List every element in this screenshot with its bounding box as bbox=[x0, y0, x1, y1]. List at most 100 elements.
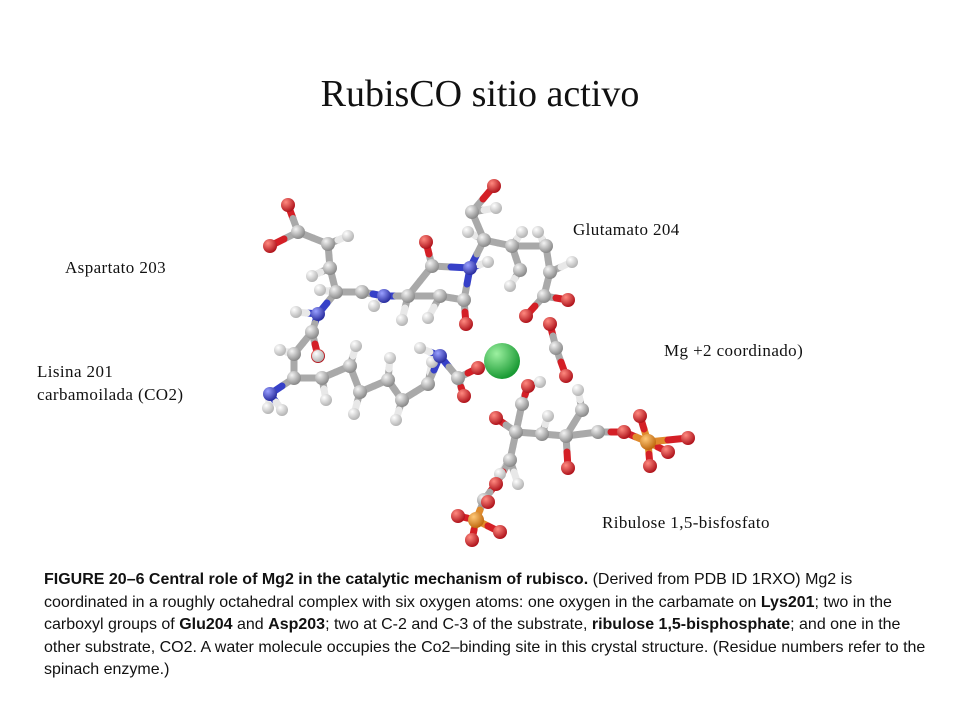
hydrogen-atom bbox=[494, 468, 506, 480]
carbon-atom bbox=[353, 385, 367, 399]
carbon-atom bbox=[543, 265, 557, 279]
hydrogen-atom bbox=[504, 280, 516, 292]
label-ribulose: Ribulose 1,5-bisfosfato bbox=[602, 513, 770, 532]
carbon-atom bbox=[451, 371, 465, 385]
oxygen-atom bbox=[633, 409, 647, 423]
carbon-atom bbox=[457, 293, 471, 307]
caption-text: (Derived from PDB ID 1RXO) Mg2 is coordi… bbox=[44, 571, 853, 611]
hydrogen-atom bbox=[384, 352, 396, 364]
oxygen-atom bbox=[481, 495, 495, 509]
oxygen-atom bbox=[561, 293, 575, 307]
carbon-atom bbox=[591, 425, 605, 439]
caption-text: ; two in the carboxyl groups of bbox=[44, 593, 892, 634]
hydrogen-atom bbox=[572, 384, 584, 396]
hydrogen-atom bbox=[414, 342, 426, 354]
nitrogen-atom bbox=[263, 387, 277, 401]
hydrogen-atom bbox=[516, 226, 528, 238]
oxygen-atom bbox=[263, 239, 277, 253]
caption-text: ; two at C-2 and C-3 of the substrate, bbox=[325, 616, 592, 634]
oxygen-atom bbox=[493, 525, 507, 539]
caption-lys201: Lys201 bbox=[760, 593, 815, 611]
oxygen-atom bbox=[489, 477, 503, 491]
phosphorus-atom bbox=[468, 512, 484, 528]
oxygen-atom bbox=[519, 309, 533, 323]
carbon-atom bbox=[343, 359, 357, 373]
carbon-atom bbox=[477, 233, 491, 247]
hydrogen-atom bbox=[306, 270, 318, 282]
carbon-atom bbox=[575, 403, 589, 417]
carbon-atom bbox=[549, 341, 563, 355]
label-glutamato: Glutamato 204 bbox=[573, 220, 680, 239]
carbon-atom bbox=[509, 425, 523, 439]
hydrogen-atom bbox=[396, 314, 408, 326]
oxygen-atom bbox=[661, 445, 675, 459]
caption-text: ; and one in the other substrate, CO2. A… bbox=[44, 616, 926, 679]
magnesium-ion bbox=[484, 343, 520, 379]
carbon-atom bbox=[559, 429, 573, 443]
hydrogen-atom bbox=[350, 340, 362, 352]
hydrogen-atom bbox=[314, 284, 326, 296]
hydrogen-atom bbox=[422, 312, 434, 324]
hydrogen-atom bbox=[542, 410, 554, 422]
carbon-atom bbox=[539, 239, 553, 253]
carbon-atom bbox=[433, 289, 447, 303]
label-lisina-line2: carbamoilada (CO2) bbox=[37, 385, 184, 404]
carbon-atom bbox=[401, 289, 415, 303]
hydrogen-atom bbox=[566, 256, 578, 268]
carbon-atom bbox=[291, 225, 305, 239]
oxygen-atom bbox=[489, 411, 503, 425]
hydrogen-atom bbox=[532, 226, 544, 238]
carbon-atom bbox=[537, 289, 551, 303]
oxygen-atom bbox=[681, 431, 695, 445]
carbon-atom bbox=[287, 347, 301, 361]
oxygen-atom bbox=[471, 361, 485, 375]
hydrogen-atom bbox=[348, 408, 360, 420]
oxygen-atom bbox=[459, 317, 473, 331]
caption-heading: FIGURE 20–6 Central role of Mg2 in the c… bbox=[44, 571, 589, 588]
oxygen-atom bbox=[559, 369, 573, 383]
page-title: RubisCO sitio activo bbox=[320, 73, 640, 115]
caption-ribulose: ribulose 1,5-bisphosphate bbox=[591, 616, 791, 634]
hydrogen-atom bbox=[320, 394, 332, 406]
nitrogen-atom bbox=[377, 289, 391, 303]
oxygen-atom bbox=[643, 459, 657, 473]
hydrogen-atom bbox=[490, 202, 502, 214]
carbon-atom bbox=[305, 325, 319, 339]
oxygen-atom bbox=[419, 235, 433, 249]
hydrogen-atom bbox=[262, 402, 274, 414]
carbon-atom bbox=[505, 239, 519, 253]
nitrogen-atom bbox=[433, 349, 447, 363]
carbon-atom bbox=[315, 371, 329, 385]
oxygen-atom bbox=[521, 379, 535, 393]
caption-text: and bbox=[232, 616, 269, 634]
atom-layer bbox=[262, 179, 695, 547]
oxygen-atom bbox=[617, 425, 631, 439]
carbon-atom bbox=[515, 397, 529, 411]
carbon-atom bbox=[287, 371, 301, 385]
hydrogen-atom bbox=[276, 404, 288, 416]
hydrogen-atom bbox=[462, 226, 474, 238]
oxygen-atom bbox=[561, 461, 575, 475]
carbon-atom bbox=[323, 261, 337, 275]
hydrogen-atom bbox=[482, 256, 494, 268]
label-lisina-line1: Lisina 201 bbox=[37, 362, 114, 381]
nitrogen-atom bbox=[311, 307, 325, 321]
hydrogen-atom bbox=[390, 414, 402, 426]
carbon-atom bbox=[513, 263, 527, 277]
hydrogen-atom bbox=[534, 376, 546, 388]
carbon-atom bbox=[421, 377, 435, 391]
carbon-atom bbox=[535, 427, 549, 441]
oxygen-atom bbox=[451, 509, 465, 523]
caption-glu204: Glu204 bbox=[179, 616, 233, 634]
phosphorus-atom bbox=[640, 434, 656, 450]
oxygen-atom bbox=[465, 533, 479, 547]
carbon-atom bbox=[381, 373, 395, 387]
carbon-atom bbox=[355, 285, 369, 299]
carbon-atom bbox=[425, 259, 439, 273]
hydrogen-atom bbox=[312, 350, 324, 362]
oxygen-atom bbox=[281, 198, 295, 212]
oxygen-atom bbox=[487, 179, 501, 193]
carbon-atom bbox=[503, 453, 517, 467]
carbon-atom bbox=[465, 205, 479, 219]
